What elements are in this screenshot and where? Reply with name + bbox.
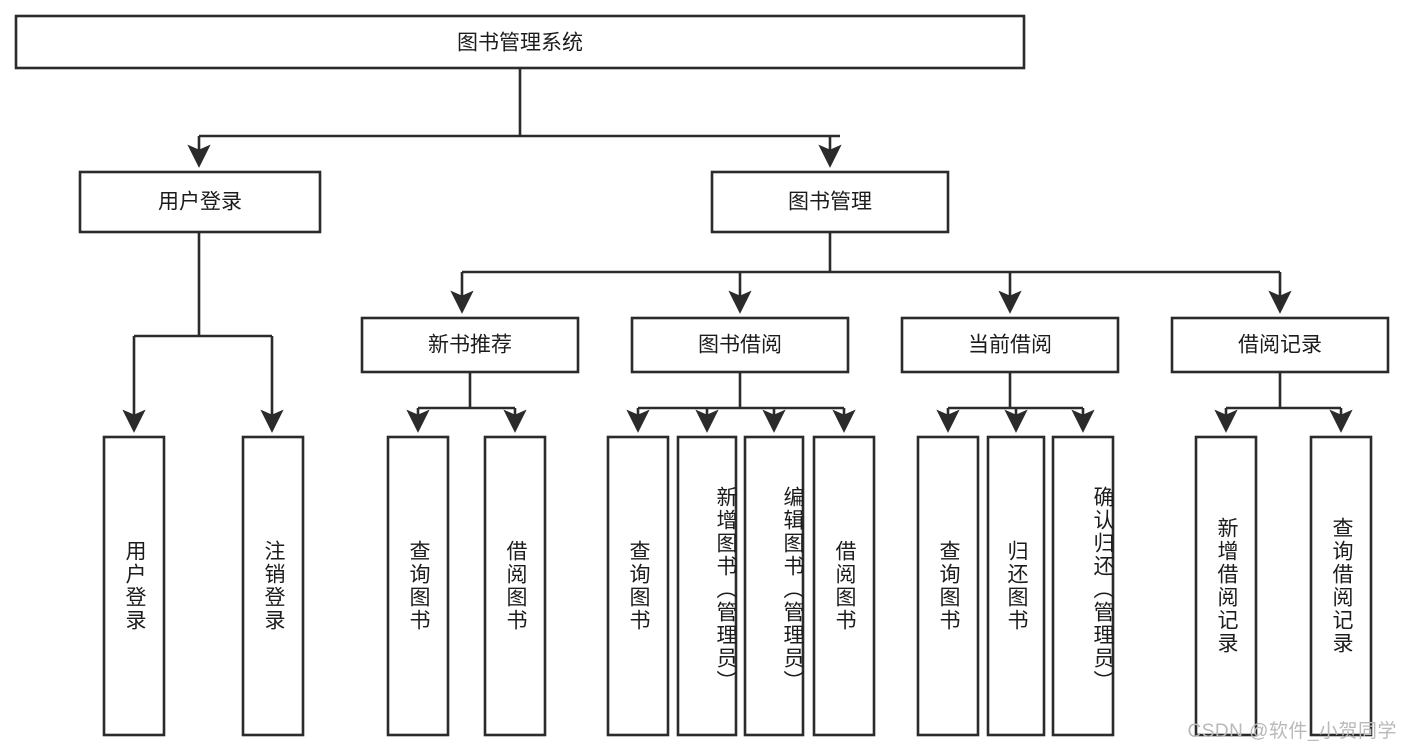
node-book-manage-label: 图书管理 (788, 191, 872, 214)
leaf-box-edit-book-admin (743, 435, 805, 737)
leaf-box-borrow-book (812, 435, 876, 737)
leaf-box-user-login (102, 435, 166, 737)
node-current-borrow[interactable]: 当前借阅 (900, 316, 1120, 374)
leaf-boxes (102, 435, 1373, 737)
leaf-box-add-book-admin (676, 435, 738, 737)
node-user-login[interactable]: 用户登录 (78, 170, 322, 234)
leaf-box-confirm-return-admin (1051, 435, 1115, 737)
node-borrow-record-label: 借阅记录 (1238, 334, 1322, 357)
leaf-box-cur-query-book (916, 435, 980, 737)
connector-currentborrow-to-leaves (936, 372, 1095, 433)
watermark-text: CSDN @软件_小贺同学 (1187, 721, 1397, 742)
node-user-login-label: 用户登录 (158, 191, 242, 214)
node-current-borrow-label: 当前借阅 (968, 334, 1052, 357)
node-borrow-record[interactable]: 借阅记录 (1170, 316, 1390, 374)
node-book-manage[interactable]: 图书管理 (710, 170, 950, 234)
leaf-box-user-logout (241, 435, 305, 737)
node-root[interactable]: 图书管理系统 (14, 14, 1026, 70)
connector-root-to-level2 (187, 68, 842, 168)
connector-newbookrec-to-leaves (406, 372, 527, 433)
node-new-book-rec[interactable]: 新书推荐 (360, 316, 580, 374)
connector-bookborrow-to-leaves (626, 372, 856, 433)
node-root-label: 图书管理系统 (457, 32, 583, 55)
leaf-box-query-borrow-record (1309, 435, 1373, 737)
connector-userlogin-to-leaves (122, 232, 284, 433)
node-book-borrow[interactable]: 图书借阅 (630, 316, 850, 374)
leaf-box-rec-query-book (386, 435, 450, 737)
node-new-book-rec-label: 新书推荐 (428, 334, 512, 357)
leaf-box-rec-borrow-book (483, 435, 547, 737)
node-book-borrow-label: 图书借阅 (698, 334, 782, 357)
leaf-box-borrow-query-book (606, 435, 670, 737)
leaf-box-return-book (986, 435, 1046, 737)
leaf-box-add-borrow-record (1194, 435, 1258, 737)
connector-bookmanage-to-level3 (450, 232, 1292, 314)
connector-borrowrecord-to-leaves (1214, 372, 1353, 433)
